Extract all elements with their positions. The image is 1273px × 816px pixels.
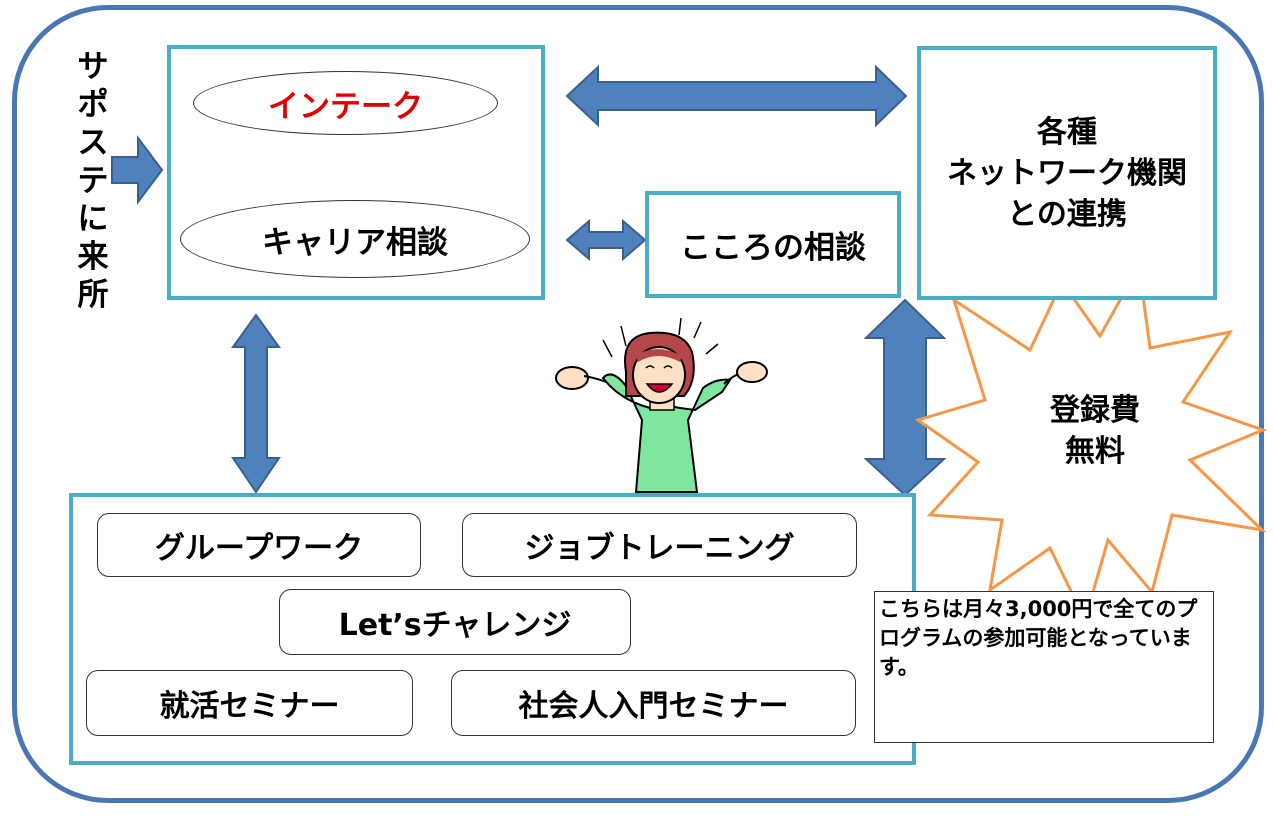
double-arrow-consult-network xyxy=(565,64,908,128)
career-consult-label: キャリア相談 xyxy=(262,224,448,261)
program-shakaijin-seminar-label: 社会人入門セミナー xyxy=(518,689,789,724)
intake-label: インテーク xyxy=(268,88,423,125)
program-shukatsu-seminar: 就活セミナー xyxy=(86,670,413,736)
kokoro-consult-label: こころの相談 xyxy=(680,230,866,266)
program-shakaijin-seminar: 社会人入門セミナー xyxy=(451,670,856,736)
network-line-3: との連携 xyxy=(1007,196,1127,232)
career-consult-oval: キャリア相談 xyxy=(180,200,530,278)
side-label-visit-support-station: サポステに来所 xyxy=(77,49,109,313)
double-arrow-consult-programs xyxy=(231,313,281,494)
program-lets-challenge: Let’sチャレンジ xyxy=(279,589,631,655)
monthly-fee-note-text: こちらは月々3,000円で全てのプログラムの参加可能となっています。 xyxy=(879,597,1198,679)
double-arrow-programs-network xyxy=(863,298,947,497)
program-group-work-label: グループワーク xyxy=(154,531,364,566)
kokoro-consult-box: こころの相談 xyxy=(645,191,901,298)
network-line-1: 各種 xyxy=(1037,114,1097,150)
burst-text: 登録費 無料 xyxy=(1020,388,1170,474)
double-arrow-consult-kokoro xyxy=(565,218,647,262)
program-group-work: グループワーク xyxy=(97,513,421,577)
burst-line-1: 登録費 xyxy=(1050,393,1140,428)
network-line-2: ネットワーク機関 xyxy=(947,155,1187,191)
program-job-training-label: ジョブトレーニング xyxy=(524,531,795,566)
intake-oval: インテーク xyxy=(193,71,498,135)
outer-frame xyxy=(12,5,1264,803)
cheering-person-illustration xyxy=(555,317,768,493)
burst-line-2: 無料 xyxy=(1065,434,1125,469)
monthly-fee-note: こちらは月々3,000円で全てのプログラムの参加可能となっています。 xyxy=(874,591,1214,743)
program-shukatsu-seminar-label: 就活セミナー xyxy=(159,689,340,724)
entry-arrow xyxy=(111,135,164,205)
network-box: 各種 ネットワーク機関 との連携 xyxy=(917,46,1217,300)
free-registration-burst xyxy=(914,261,1268,625)
program-job-training: ジョブトレーニング xyxy=(462,513,857,577)
program-lets-challenge-label: Let’sチャレンジ xyxy=(338,608,572,643)
